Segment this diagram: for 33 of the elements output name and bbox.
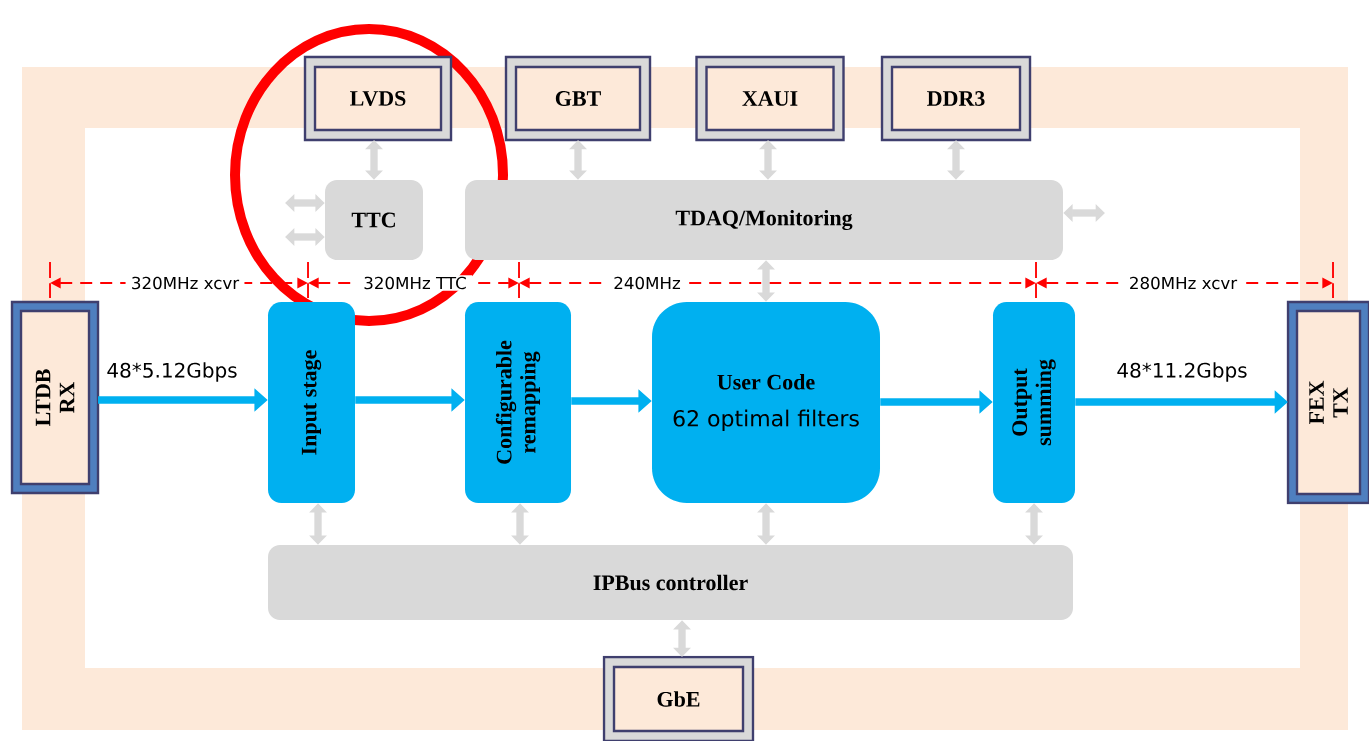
interface-box: DDR3 [880,55,1032,142]
interface-box: LVDS [303,55,453,142]
arrow [511,503,529,545]
interface-box: GbE [602,655,755,741]
arrow [757,260,775,302]
interface-box: GBT [504,55,652,142]
interface-box: XAUI [695,55,845,142]
arrow [285,228,325,246]
arrow [673,620,691,657]
arrow [1063,204,1105,222]
dimension-label: 240MHz [607,275,687,291]
edge-label: 48*5.12Gbps [105,361,239,383]
dimension-label: 320MHz TTC [357,275,473,291]
arrow [365,140,383,180]
port-box: FEX TX [1286,300,1369,505]
port-box: LTDB RX [10,300,100,495]
process-box: Configurable remapping [465,302,571,503]
arrow [1025,503,1043,545]
bus-box: IPBus controller [268,545,1073,620]
edge-label: 48*11.2Gbps [1115,361,1249,383]
process-box: Output summing [993,302,1075,503]
arrow [759,140,777,180]
arrow [309,503,327,545]
arrow [569,140,587,180]
dimension-label: 280MHz xcvr [1123,275,1243,291]
process-box: Input stage [268,302,355,503]
process-box: User Code 62 optimal filters [652,302,880,503]
arrow [757,503,775,545]
block-box: TDAQ/Monitoring [465,180,1063,260]
arrow [947,140,965,180]
arrow [285,194,325,212]
dimension-label: 320MHz xcvr [125,275,245,291]
block-box: TTC [325,180,423,260]
